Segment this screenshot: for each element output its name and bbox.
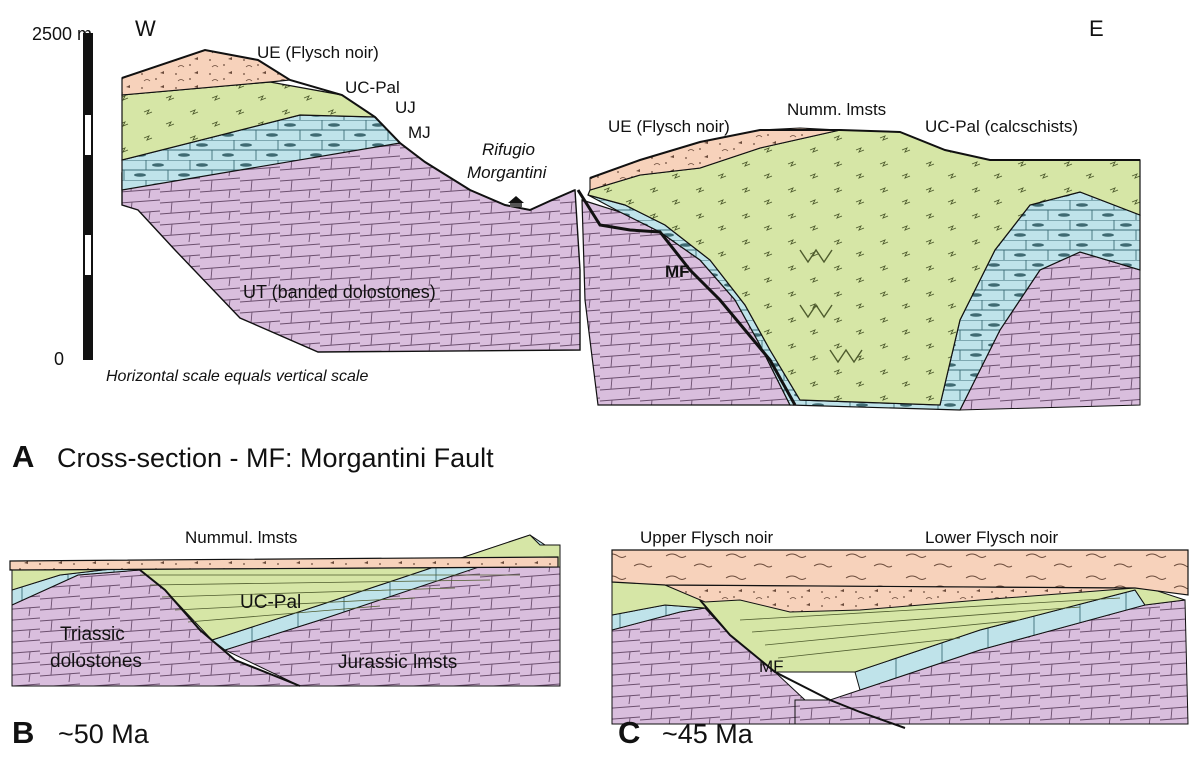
triassic-label-2: dolostones bbox=[50, 651, 142, 672]
panel-b: Nummul. lmsts UC-Pal Triassic dolostones… bbox=[9, 528, 561, 750]
refuge-icon bbox=[508, 196, 524, 207]
upper-flysch-c bbox=[611, 549, 1189, 596]
panel-c: Upper Flysch noir Lower Flysch noir MF C… bbox=[611, 528, 1189, 750]
triassic-label-1: Triassic bbox=[60, 624, 125, 645]
jurassic-label: Jurassic lmsts bbox=[338, 652, 457, 673]
upper-flysch-label: Upper Flysch noir bbox=[640, 528, 774, 547]
numm-label: Numm. lmsts bbox=[787, 100, 886, 119]
ut-label: UT (banded dolostones) bbox=[243, 282, 436, 302]
scale-bottom-label: 0 bbox=[54, 349, 64, 369]
ucpal-east-label: UC-Pal (calcschists) bbox=[925, 117, 1078, 136]
ucpal-west-label: UC-Pal bbox=[345, 78, 400, 97]
mf-label-a: MF bbox=[665, 262, 690, 281]
lower-flysch-label: Lower Flysch noir bbox=[925, 528, 1059, 547]
mj-label: MJ bbox=[408, 123, 431, 142]
ue-west-label: UE (Flysch noir) bbox=[257, 43, 379, 62]
east-block bbox=[576, 127, 1141, 411]
panel-b-caption: ~50 Ma bbox=[58, 719, 150, 749]
panel-c-letter: C bbox=[618, 715, 640, 750]
uj-label: UJ bbox=[395, 98, 416, 117]
refuge-label-1: Rifugio bbox=[482, 140, 535, 159]
nummul-layer-b bbox=[9, 556, 559, 571]
ucpal-b-label: UC-Pal bbox=[240, 592, 301, 613]
fold-marks bbox=[799, 248, 863, 364]
scale-top-label: 2500 m bbox=[32, 24, 92, 44]
panel-a-caption: Cross-section - MF: Morgantini Fault bbox=[57, 443, 494, 473]
ucpal-b-bedding bbox=[140, 574, 520, 623]
panel-c-caption: ~45 Ma bbox=[662, 719, 754, 749]
west-label: W bbox=[135, 16, 156, 41]
east-label: E bbox=[1089, 16, 1104, 41]
ue-east-label: UE (Flysch noir) bbox=[608, 117, 730, 136]
east-topography bbox=[589, 129, 1140, 179]
vertical-scale-bar: 2500 m 0 bbox=[32, 24, 93, 369]
mf-label-c: MF bbox=[759, 657, 784, 676]
panel-b-letter: B bbox=[12, 715, 34, 750]
panel-a-letter: A bbox=[12, 439, 34, 474]
lower-flysch-c bbox=[664, 584, 1136, 613]
ucpal-c-bedding bbox=[739, 597, 1121, 659]
panel-a: 2500 m 0 W E UE bbox=[12, 16, 1141, 474]
west-block bbox=[121, 48, 581, 353]
fault-b bbox=[139, 569, 301, 687]
refuge-label-2: Morgantini bbox=[467, 163, 548, 182]
ucpal-c bbox=[611, 581, 1186, 673]
scale-note: Horizontal scale equals vertical scale bbox=[106, 368, 368, 385]
west-topography bbox=[121, 48, 576, 212]
mf-fault-c bbox=[699, 599, 906, 729]
morgantini-fault-a bbox=[576, 189, 797, 406]
nummul-label: Nummul. lmsts bbox=[185, 528, 297, 547]
